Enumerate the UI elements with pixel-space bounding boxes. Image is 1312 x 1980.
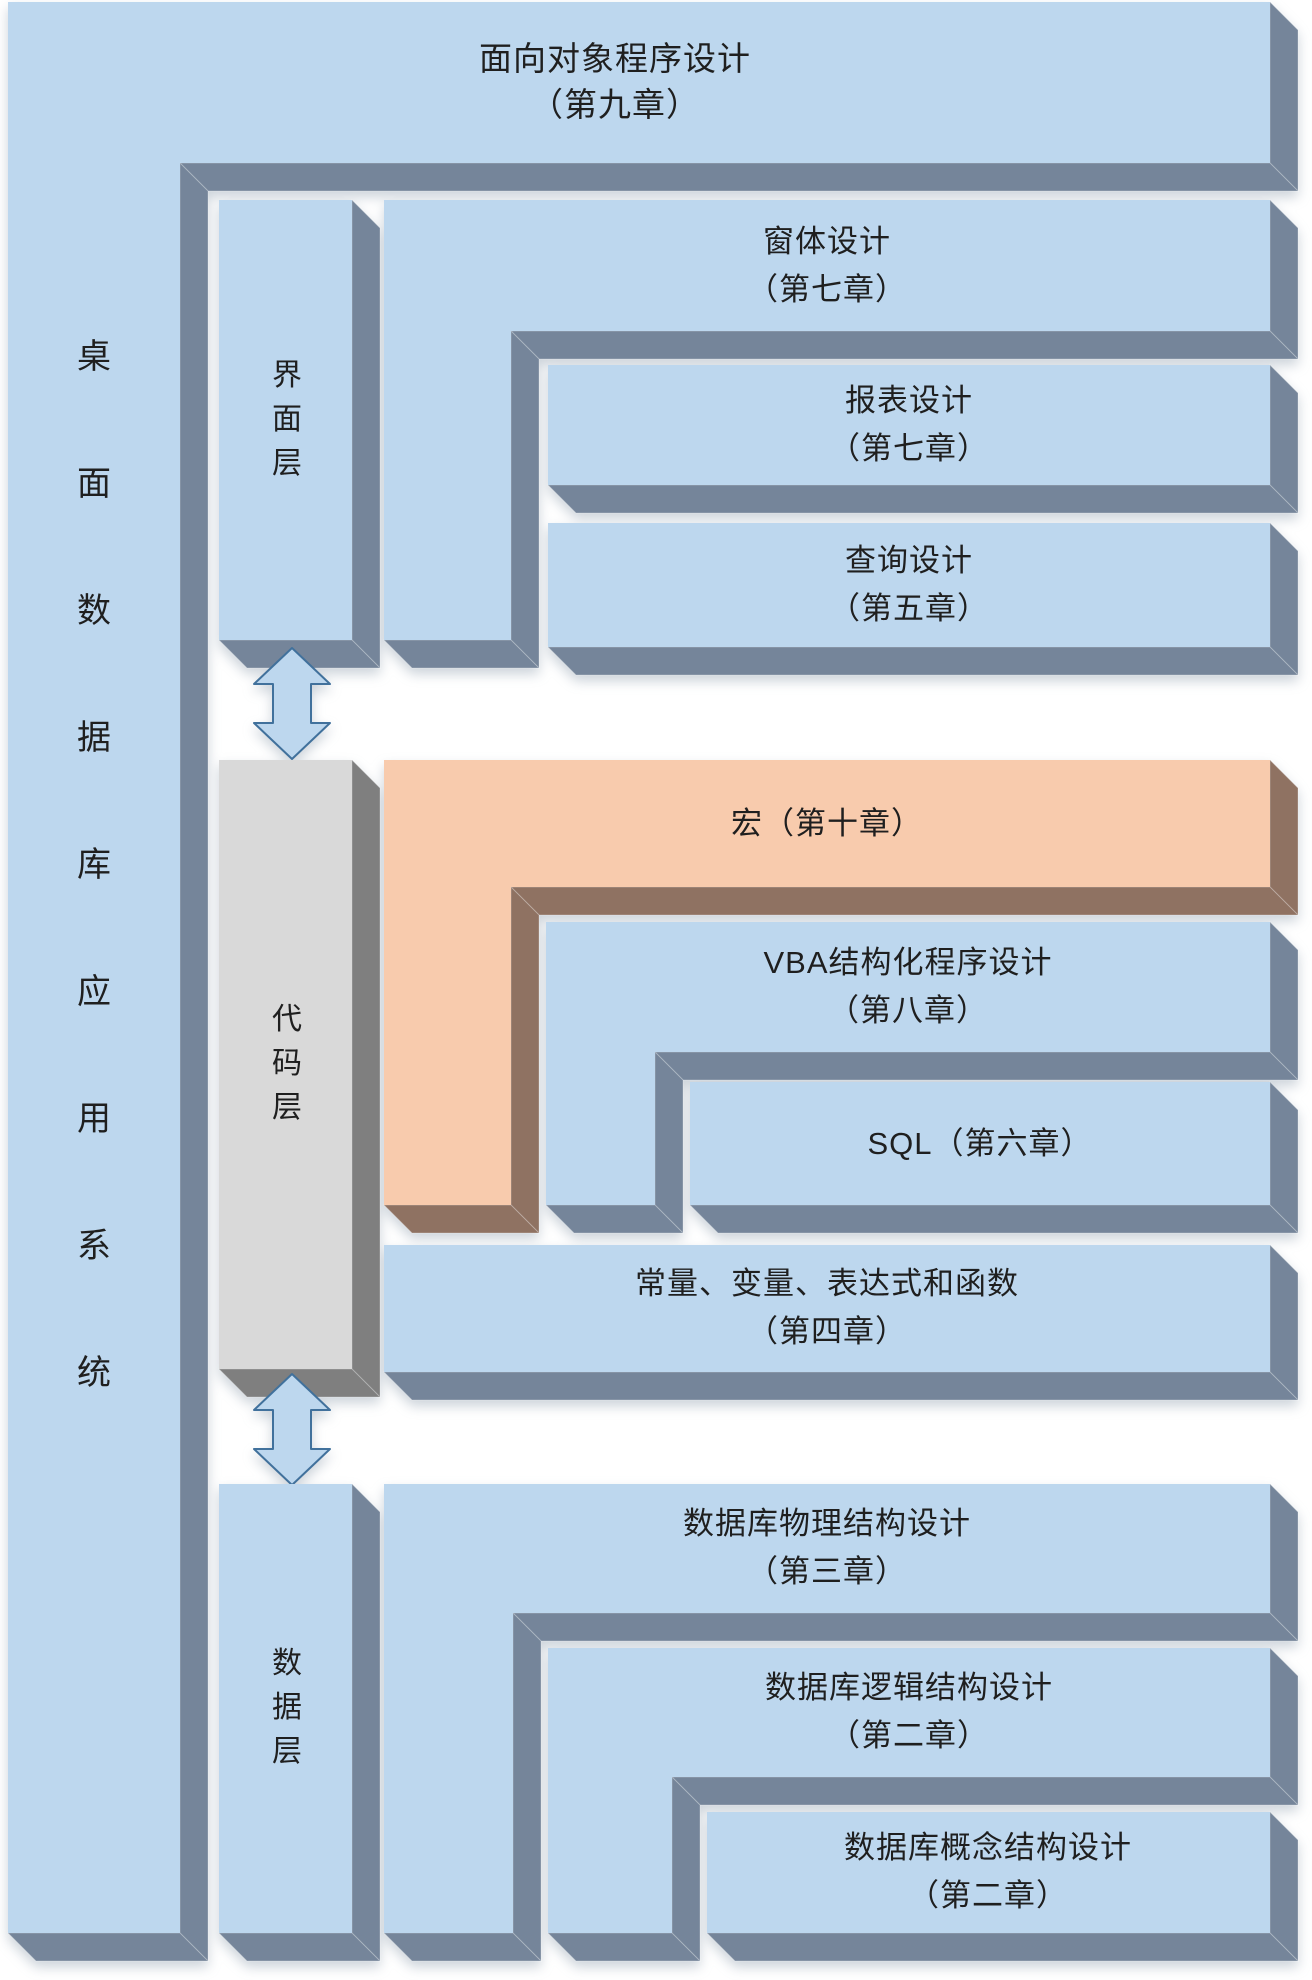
form-design-bottom-face [509,330,1300,360]
title-box-side-face [1269,0,1299,193]
vba-face [546,922,1270,1205]
sql-face [690,1082,1270,1205]
macro-stem-side-face [510,885,540,1235]
logical-design-face [548,1648,1270,1933]
box-query-design [546,521,1300,677]
title-box-face [8,2,1270,163]
system-side-box-side-face [179,161,209,1963]
box-form-design-text: 窗体设计 （第七章） [527,218,1127,314]
report-design-line2: （第七章） [829,431,989,466]
physical-design-face [384,1484,1270,1933]
form-design-face [384,200,1270,640]
box-physical-design [382,1482,1300,1963]
form-design-line1: 窗体设计 [763,224,891,259]
logical-design-line1: 数据库逻辑结构设计 [765,1670,1053,1705]
vba-line2: （第八章） [828,993,988,1028]
layer-label-code: 代码层 [272,1003,302,1124]
title-line2: （第九章） [530,86,700,123]
box-vba-text: VBA结构化程序设计 （第八章） [608,939,1208,1035]
layer-label-data: 数据层 [272,1647,302,1768]
box-report-design-text: 报表设计 （第七章） [609,377,1209,473]
physical-design-line1: 数据库物理结构设计 [683,1506,971,1541]
box-report-design [546,363,1300,515]
macro-bottom-face [509,886,1300,916]
layer-label-ui: 界面层 [272,359,302,480]
concept-design-line2: （第二章） [908,1878,1068,1913]
physical-design-stem-bottom-face [382,1932,543,1962]
title-box-bottom-face [178,162,1300,192]
sql-line1: SQL（第六章） [867,1126,1093,1161]
data-layer-box [217,1482,382,1963]
box-concept-design-text: 数据库概念结构设计 （第二章） [688,1824,1288,1920]
system-side-label: 桌面数据库应用系统 [77,338,111,1392]
query-design-bottom-face [546,646,1300,676]
report-design-face [548,365,1270,485]
box-sql-text: SQL（第六章） [680,1120,1280,1168]
box-macro-text: 宏（第十章） [527,800,1127,848]
code-layer-side-face [351,758,381,1399]
vba-bottom-face [653,1051,1300,1081]
code-layer-face [219,760,352,1369]
data-layer-side-face [351,1482,381,1963]
concept-design-line1: 数据库概念结构设计 [844,1830,1132,1865]
report-design-bottom-face [546,484,1300,514]
box-physical-design-text: 数据库物理结构设计 （第三章） [527,1500,1127,1596]
data-layer-bottom-face [217,1932,382,1962]
system-side-box-bottom-face [6,1932,210,1962]
report-design-line1: 报表设计 [845,383,973,418]
macro-stem-bottom-face [382,1204,541,1234]
box-concept-design [705,1810,1300,1963]
form-design-line2: （第七章） [747,272,907,307]
ui-layer-side-face [351,198,381,670]
concept-design-bottom-face [705,1932,1300,1962]
box-logical-design-text: 数据库逻辑结构设计 （第二章） [609,1664,1209,1760]
system-side-box-face [8,2,180,1933]
code-layer-box [217,758,382,1399]
system-side-box [6,2,210,1963]
ui-layer-face [219,200,352,640]
const-var-line2: （第四章） [747,1314,907,1349]
physical-design-line2: （第三章） [747,1554,907,1589]
box-macro [382,758,1300,1235]
physical-design-bottom-face [511,1612,1300,1642]
box-const-var [382,1243,1300,1402]
vba-line1: VBA结构化程序设计 [763,945,1053,980]
form-design-stem-side-face [510,329,540,670]
box-sql [688,1080,1300,1235]
query-design-line2: （第五章） [829,591,989,626]
const-var-line1: 常量、变量、表达式和函数 [635,1266,1019,1301]
macro-line1: 宏（第十章） [731,806,923,841]
const-var-face [384,1245,1270,1372]
query-design-face [548,523,1270,647]
const-var-bottom-face [382,1371,1300,1401]
title-line1: 面向对象程序设计 [479,40,751,77]
logical-design-line2: （第二章） [829,1718,989,1753]
physical-design-stem-side-face [512,1611,542,1963]
ui-layer-box [217,198,382,670]
query-design-line1: 查询设计 [845,543,973,578]
logical-design-bottom-face [670,1776,1300,1806]
vba-stem-side-face [654,1050,684,1235]
data-layer-face [219,1484,352,1933]
macro-face [384,760,1270,1205]
box-query-design-text: 查询设计 （第五章） [609,537,1209,633]
sql-bottom-face [688,1204,1300,1234]
arrow-ui-code-icon [253,647,331,760]
title-text: 面向对象程序设计 （第九章） [315,36,915,128]
concept-design-face [707,1812,1270,1933]
box-const-var-text: 常量、变量、表达式和函数 （第四章） [527,1260,1127,1356]
box-form-design [382,198,1300,670]
form-design-stem-bottom-face [382,639,541,669]
box-logical-design [546,1646,1300,1963]
box-vba [544,920,1300,1235]
